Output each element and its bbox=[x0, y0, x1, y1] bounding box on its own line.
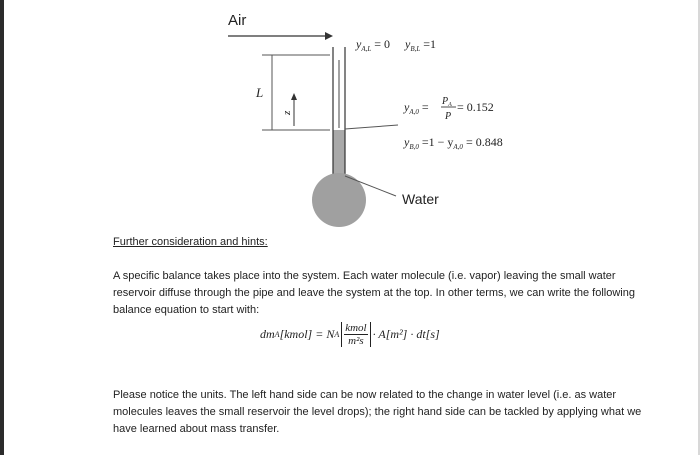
equation-lhs-unit: [kmol] = N bbox=[279, 327, 335, 341]
water-reservoir bbox=[312, 173, 366, 227]
left-border bbox=[0, 0, 4, 455]
equation-lhs: dm bbox=[260, 327, 275, 341]
flux-unit-denominator: m²s bbox=[348, 335, 364, 347]
bottom-bc-a-value: = 0.152 bbox=[457, 100, 494, 114]
equation-tail: · A[m²] · dt[s] bbox=[372, 327, 440, 341]
diffusion-diagram: Air L z yA,L = 0 yB,L =1 yA,0 = PA P = 0… bbox=[228, 12, 503, 227]
equation-rhs-sub: A bbox=[334, 330, 340, 339]
right-border bbox=[698, 0, 700, 455]
paragraph-balance: A specific balance takes place into the … bbox=[113, 270, 635, 316]
z-axis-arrow-head bbox=[291, 93, 297, 100]
length-label: L bbox=[255, 85, 263, 100]
water-label: Water bbox=[402, 191, 439, 207]
water-pointer bbox=[344, 175, 397, 197]
bottom-bc-a-denominator: P bbox=[444, 111, 451, 122]
bottom-bc-a-numerator: PA bbox=[441, 96, 452, 108]
equation-flux-unit: kmol m²s bbox=[341, 322, 371, 347]
air-label: Air bbox=[228, 12, 246, 29]
bottom-bc-pointer bbox=[344, 124, 399, 130]
z-axis-label: z bbox=[281, 110, 293, 116]
paragraph-units: Please notice the units. The left hand s… bbox=[113, 389, 642, 435]
top-bc-a: yA,L = 0 bbox=[355, 37, 390, 53]
air-arrow-head bbox=[325, 32, 333, 40]
top-bc-b: yB,L =1 bbox=[404, 37, 436, 53]
flux-unit-numerator: kmol bbox=[344, 322, 368, 335]
hints-title: Further consideration and hints: bbox=[113, 236, 268, 248]
equation-lhs-sub: A bbox=[274, 330, 280, 339]
bottom-bc-a: yA,0 = bbox=[403, 100, 429, 116]
water-column bbox=[333, 130, 345, 185]
bottom-bc-b: yB,0 =1 − yA,0 = 0.848 bbox=[403, 135, 503, 151]
